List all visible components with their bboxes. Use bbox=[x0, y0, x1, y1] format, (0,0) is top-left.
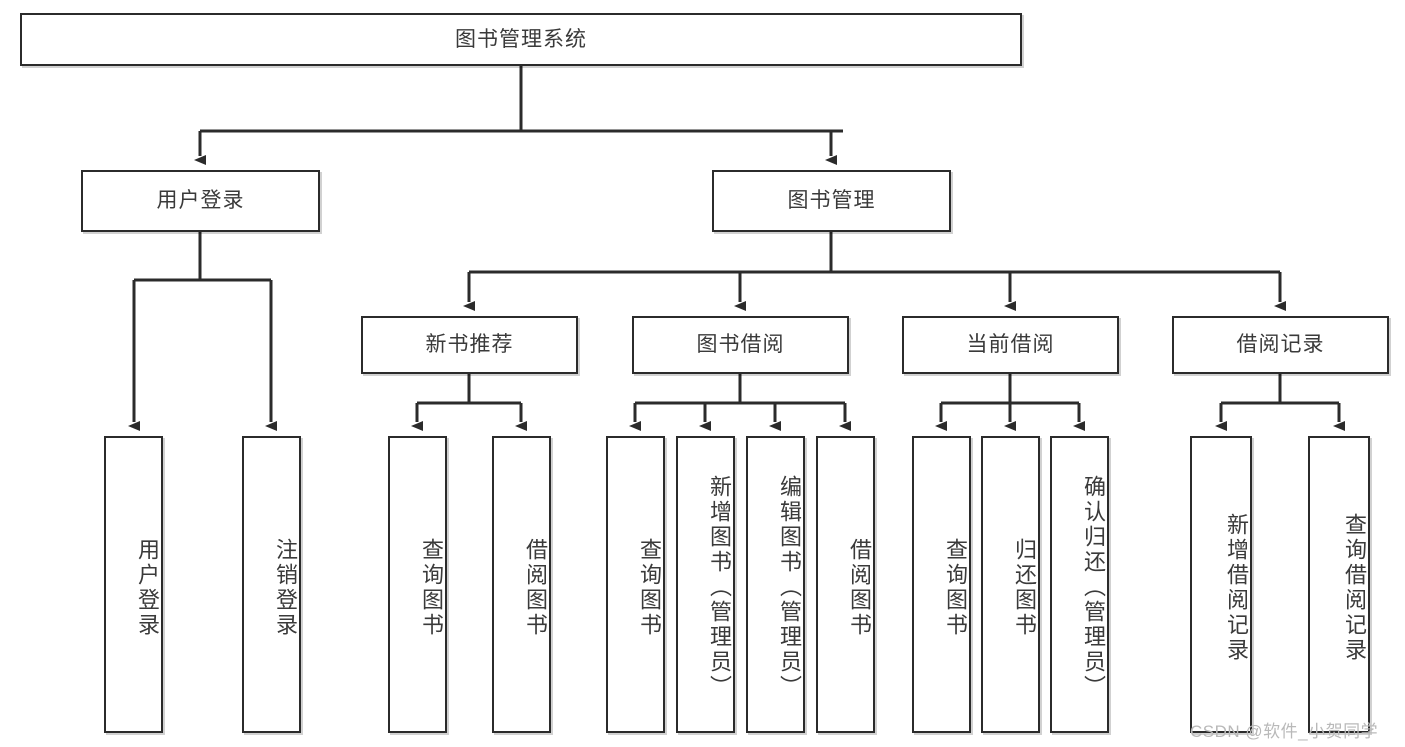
node-user-login-label: 用户登录 bbox=[156, 189, 245, 213]
node-current-borrow[interactable]: 当前借阅 bbox=[902, 316, 1119, 374]
node-leaf-user-login[interactable]: 用户登录 bbox=[104, 436, 163, 733]
node-leaf-add-record[interactable]: 新增借阅记录 bbox=[1190, 436, 1252, 733]
node-current-borrow-label: 当前借阅 bbox=[966, 333, 1055, 357]
node-leaf-query-record[interactable]: 查询借阅记录 bbox=[1308, 436, 1370, 733]
node-book-borrow-label: 图书借阅 bbox=[696, 333, 785, 357]
node-new-book-recommend[interactable]: 新书推荐 bbox=[361, 316, 578, 374]
node-leaf-edit-book[interactable]: 编辑图书（管理员） bbox=[746, 436, 805, 733]
node-root[interactable]: 图书管理系统 bbox=[20, 13, 1022, 66]
node-new-book-recommend-label: 新书推荐 bbox=[425, 333, 514, 357]
node-root-label: 图书管理系统 bbox=[455, 27, 587, 51]
node-leaf-query-book-3[interactable]: 查询图书 bbox=[912, 436, 971, 733]
node-leaf-borrow-book-1[interactable]: 借阅图书 bbox=[492, 436, 551, 733]
node-leaf-borrow-book-1-label: 借阅图书 bbox=[523, 537, 548, 638]
node-leaf-query-record-label: 查询借阅记录 bbox=[1342, 512, 1367, 663]
node-leaf-edit-book-label: 编辑图书（管理员） bbox=[777, 475, 802, 700]
node-leaf-return-book-label: 归还图书 bbox=[1012, 537, 1037, 638]
node-leaf-borrow-book-2-label: 借阅图书 bbox=[847, 537, 872, 638]
node-leaf-add-book[interactable]: 新增图书（管理员） bbox=[676, 436, 735, 733]
node-book-manage-label: 图书管理 bbox=[787, 189, 876, 213]
node-leaf-query-book-1-label: 查询图书 bbox=[419, 537, 444, 638]
node-book-manage[interactable]: 图书管理 bbox=[712, 170, 951, 232]
node-leaf-return-book[interactable]: 归还图书 bbox=[981, 436, 1040, 733]
node-leaf-query-book-3-label: 查询图书 bbox=[943, 537, 968, 638]
node-leaf-confirm-return[interactable]: 确认归还（管理员） bbox=[1050, 436, 1109, 733]
node-borrow-record-label: 借阅记录 bbox=[1236, 333, 1325, 357]
node-leaf-user-login-label: 用户登录 bbox=[135, 537, 160, 638]
node-leaf-logout-label: 注销登录 bbox=[273, 537, 298, 638]
node-borrow-record[interactable]: 借阅记录 bbox=[1172, 316, 1389, 374]
node-leaf-add-record-label: 新增借阅记录 bbox=[1224, 512, 1249, 663]
node-leaf-add-book-label: 新增图书（管理员） bbox=[707, 475, 732, 700]
node-leaf-query-book-2-label: 查询图书 bbox=[637, 537, 662, 638]
node-user-login[interactable]: 用户登录 bbox=[81, 170, 320, 232]
node-leaf-logout[interactable]: 注销登录 bbox=[242, 436, 301, 733]
node-leaf-borrow-book-2[interactable]: 借阅图书 bbox=[816, 436, 875, 733]
node-leaf-query-book-1[interactable]: 查询图书 bbox=[388, 436, 447, 733]
node-book-borrow[interactable]: 图书借阅 bbox=[632, 316, 849, 374]
node-leaf-confirm-return-label: 确认归还（管理员） bbox=[1081, 475, 1106, 700]
node-leaf-query-book-2[interactable]: 查询图书 bbox=[606, 436, 665, 733]
